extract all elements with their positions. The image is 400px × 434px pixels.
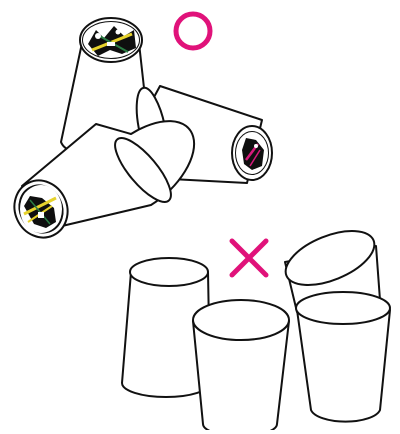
cup-lying-left <box>5 121 194 246</box>
wrong-cross-icon <box>232 241 266 275</box>
cup-front-center <box>193 300 289 430</box>
cup-front-right <box>296 292 390 422</box>
correct-circle-icon <box>176 14 210 48</box>
